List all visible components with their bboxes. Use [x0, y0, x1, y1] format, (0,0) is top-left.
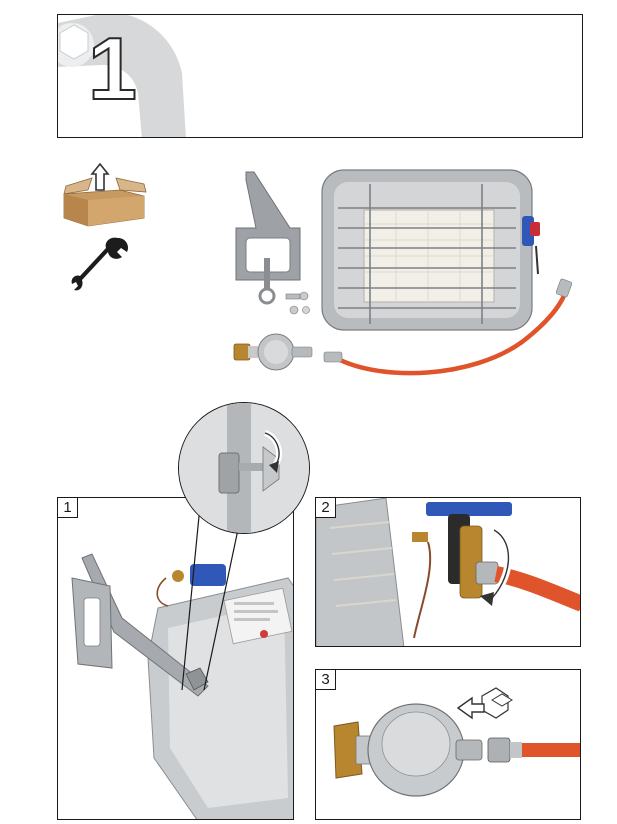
mounting-bracket [235, 171, 310, 315]
spanner-icon [71, 237, 128, 291]
step-header: 1 [57, 14, 583, 138]
step-number: 1 [87, 18, 138, 119]
zoom-detail [178, 402, 310, 534]
zoom-leader [181, 505, 241, 691]
panel-1: 1 [57, 497, 294, 820]
gas-hose [323, 278, 573, 376]
wrench-badge-icon [58, 15, 186, 137]
heater-unit [321, 169, 540, 331]
panel-1-label: 1 [58, 498, 78, 518]
tighten-arrow-icon [269, 461, 279, 473]
panel-3: 3 [315, 669, 581, 820]
panel-2-label: 2 [316, 498, 336, 518]
unfold-arrow-icon [456, 687, 513, 720]
panel-2: 2 [315, 497, 581, 647]
panel-3-label: 3 [316, 670, 336, 690]
open-box-icon [63, 162, 147, 227]
gas-regulator [233, 333, 313, 371]
